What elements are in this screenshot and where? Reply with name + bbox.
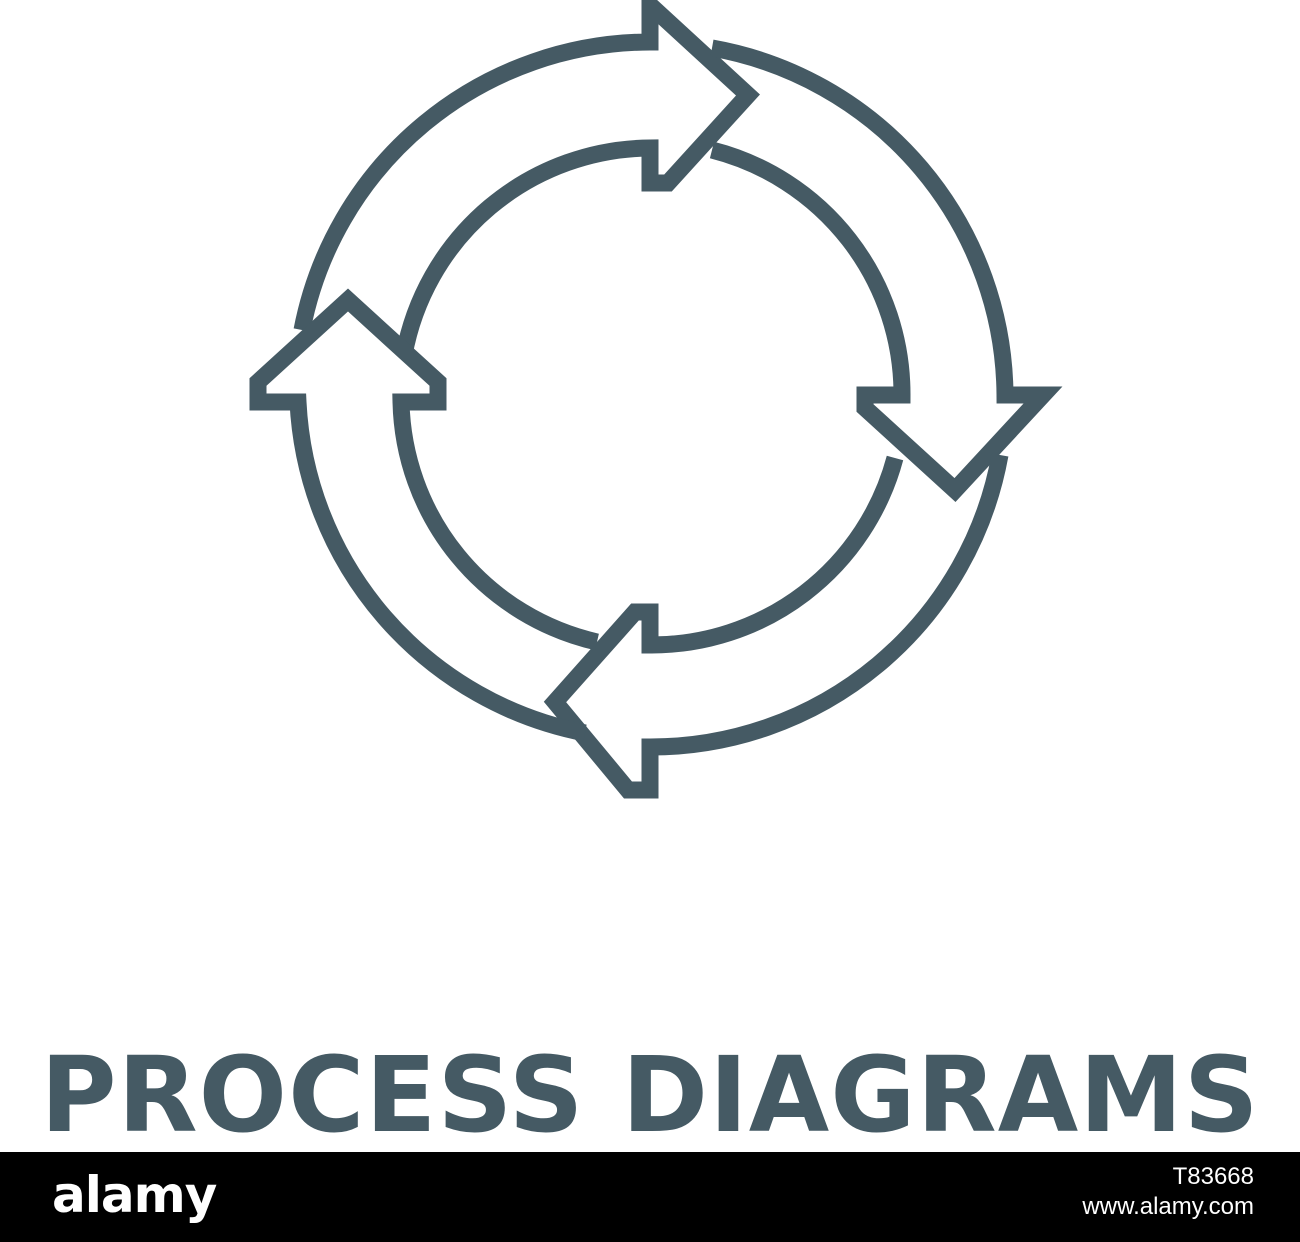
arrow-segment-right	[709, 39, 1063, 502]
arrow-segment-top	[293, 0, 760, 357]
cycle-diagram	[249, 0, 1063, 799]
site-url: www.alamy.com	[1082, 1193, 1254, 1220]
icon-caption: PROCESS DIAGRAMS	[40, 1034, 1260, 1156]
footer-info: T83668 www.alamy.com	[994, 1162, 1254, 1222]
image-id: T83668	[1172, 1163, 1254, 1190]
arrow-segment-bottom	[543, 453, 1009, 799]
arrow-segment-left	[249, 288, 599, 742]
circular-arrows-icon	[249, 0, 1063, 799]
alamy-logo: alamy	[52, 1166, 217, 1224]
watermark-footer: alamy T83668 www.alamy.com	[0, 1152, 1300, 1242]
